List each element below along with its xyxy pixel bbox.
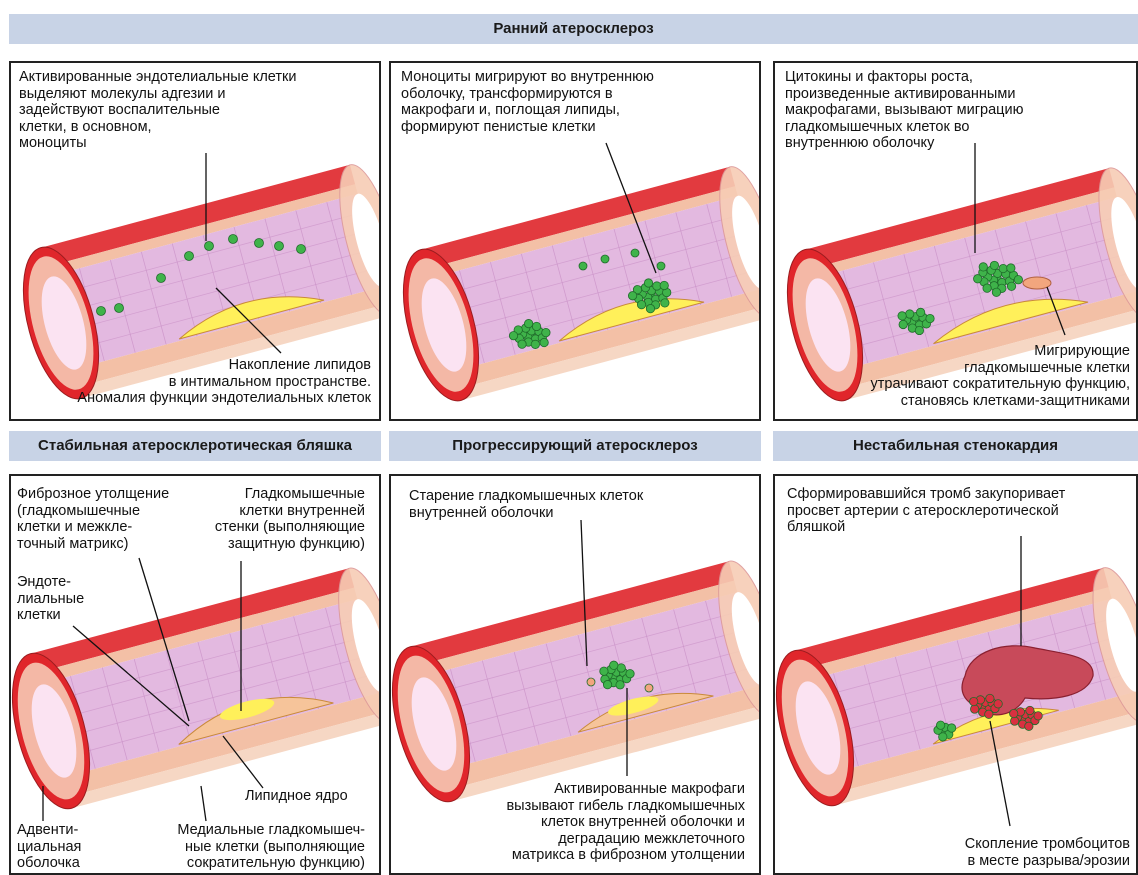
foam-cell: [518, 340, 526, 348]
header-progressive: Прогрессирующий атеросклероз: [389, 431, 761, 461]
foam-cell: [1007, 264, 1015, 272]
pointer-medial: [201, 786, 206, 821]
monocyte: [185, 252, 194, 261]
foam-cell: [990, 261, 998, 269]
monocyte: [97, 307, 106, 316]
caption-fibrous-cap: Фиброзное утолщение (гладкомышечные клет…: [17, 486, 169, 552]
aging-smc: [587, 678, 595, 686]
caption-macrophage-damage: Активированные макрофаги вызывают гибель…: [506, 781, 745, 864]
monocyte: [601, 255, 609, 263]
platelet: [970, 705, 978, 713]
header-unstable-angina: Нестабильная стенокардия: [773, 431, 1138, 461]
activated-macrophage: [616, 681, 624, 689]
foam-cell: [915, 326, 923, 334]
aging-smc: [645, 684, 653, 692]
foam-cell: [1014, 276, 1022, 284]
panel-early-2: Моноциты мигрируют во внутреннюю оболочк…: [389, 61, 761, 421]
foam-cell: [992, 288, 1000, 296]
caption-medial-smc: Медиальные гладкомышеч- ные клетки (выпо…: [177, 822, 365, 872]
caption-monocyte-migration: Моноциты мигрируют во внутреннюю оболочк…: [401, 69, 654, 135]
monocyte: [657, 262, 665, 270]
panel-early-1: Активированные эндотелиальные клетки выд…: [9, 61, 381, 421]
monocyte: [229, 235, 238, 244]
foam-cell: [899, 320, 907, 328]
monocyte: [579, 262, 587, 270]
activated-macrophage: [603, 680, 611, 688]
monocyte: [297, 245, 306, 254]
activated-macrophage: [600, 667, 608, 675]
foam-cell: [540, 338, 548, 346]
monocyte: [255, 239, 264, 248]
caption-smc-aging: Старение гладкомышечных клеток внутренне…: [409, 488, 643, 521]
foam-cell: [509, 332, 517, 340]
caption-migrating-smc: Мигрирующие гладкомышечные клетки утрачи…: [871, 343, 1130, 409]
platelet: [1010, 709, 1018, 717]
foam-cell: [628, 292, 636, 300]
header-early-atherosclerosis: Ранний атеросклероз: [9, 14, 1138, 44]
caption-cytokines: Цитокины и факторы роста, произведенные …: [785, 69, 1023, 152]
caption-intimal-smc: Гладкомышечные клетки внутренней стенки …: [215, 486, 365, 552]
artery-illustration-6: [775, 476, 1138, 875]
caption-adventitia: Адвенти- циальная оболочка: [17, 822, 81, 872]
monocyte: [205, 242, 214, 251]
platelet: [1026, 706, 1034, 714]
caption-endothelial-activation: Активированные эндотелиальные клетки выд…: [19, 69, 296, 152]
panel-progressive: Старение гладкомышечных клеток внутренне…: [389, 474, 761, 875]
platelet: [994, 700, 1002, 708]
foam-cell: [973, 275, 981, 283]
foam-cell: [660, 281, 668, 289]
monocyte: [631, 249, 639, 257]
foam-cell: [916, 308, 924, 316]
foam-cell: [999, 264, 1007, 272]
caption-lipid-accumulation: Накопление липидов в интимальном простра…: [77, 357, 371, 407]
monocyte: [157, 274, 166, 283]
foam-cell: [979, 263, 987, 271]
activated-macrophage: [610, 661, 618, 669]
macrophage: [936, 721, 944, 729]
foam-cell: [531, 340, 539, 348]
monocyte: [275, 242, 284, 251]
foam-cell: [637, 300, 645, 308]
header-stable-plaque: Стабильная атеросклеротическая бляшка: [9, 431, 381, 461]
foam-cell: [524, 319, 532, 327]
activated-macrophage: [626, 670, 634, 678]
platelet: [1025, 722, 1033, 730]
caption-endothelial-cells: Эндоте- лиальные клетки: [17, 574, 84, 624]
foam-cell: [1007, 282, 1015, 290]
panel-unstable-angina: Сформировавшийся тромб закупоривает прос…: [773, 474, 1138, 875]
platelet: [1010, 717, 1018, 725]
macrophage: [939, 733, 947, 741]
macrophage: [947, 724, 955, 732]
panel-stable-plaque: Фиброзное утолщение (гладкомышечные клет…: [9, 474, 381, 875]
platelet: [970, 697, 978, 705]
monocyte: [115, 304, 124, 313]
caption-lipid-core: Липидное ядро: [245, 788, 348, 805]
foam-cell: [926, 314, 934, 322]
foam-cell: [906, 310, 914, 318]
panel-early-3: Цитокины и факторы роста, произведенные …: [773, 61, 1138, 421]
platelet: [986, 694, 994, 702]
caption-platelet-cluster: Скопление тромбоцитов в месте разрыва/эр…: [965, 836, 1130, 869]
caption-thrombus: Сформировавшийся тромб закупоривает прос…: [787, 486, 1065, 536]
foam-cell: [542, 328, 550, 336]
artery-group: [391, 555, 761, 810]
foam-cell: [983, 284, 991, 292]
foam-cell: [661, 299, 669, 307]
foam-cell: [646, 304, 654, 312]
foam-cell: [644, 279, 652, 287]
platelet: [985, 710, 993, 718]
artery-group: [391, 161, 761, 409]
foam-cell: [898, 312, 906, 320]
foam-cell: [532, 322, 540, 330]
platelet: [1034, 712, 1042, 720]
